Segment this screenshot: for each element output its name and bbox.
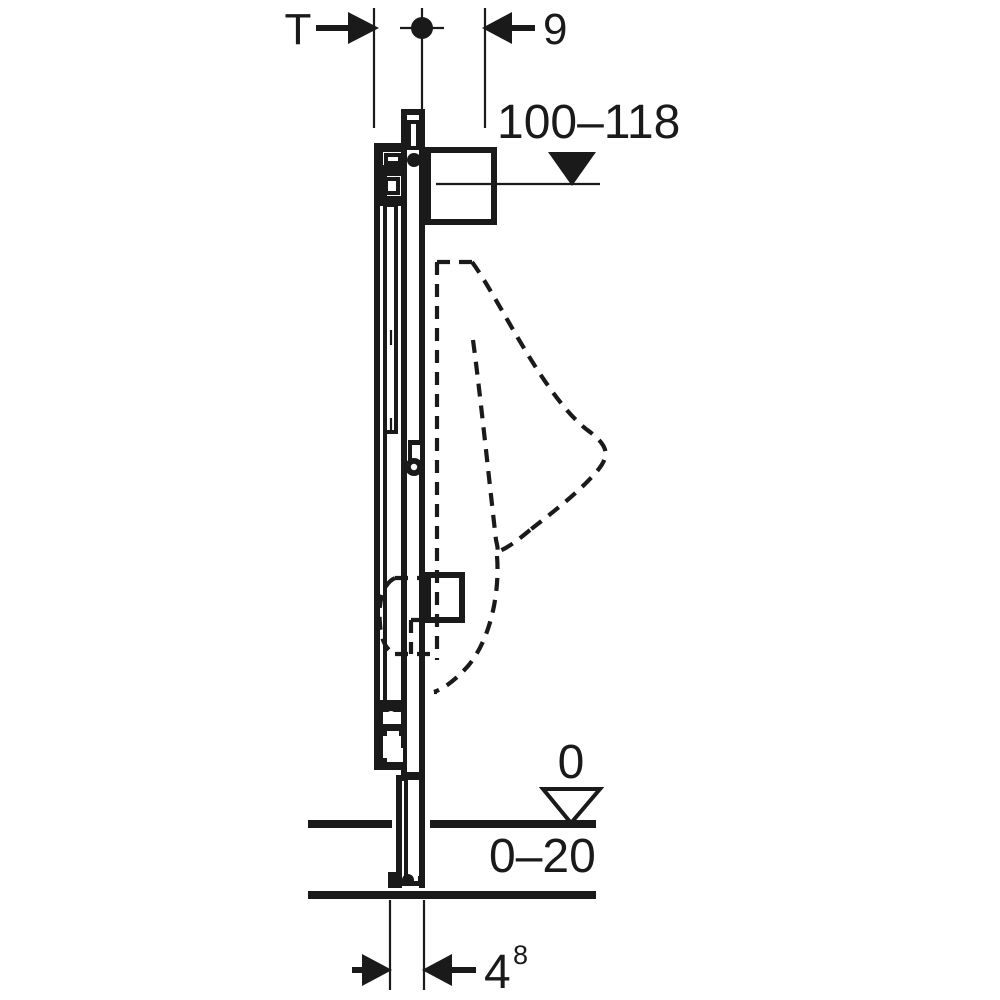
bottom-dimension-row [352, 900, 476, 990]
label-floor-adjust: 0–20 [489, 830, 596, 883]
urinal-trap-access-curve [377, 576, 397, 656]
frame-lower-bracket-slot-a [387, 731, 399, 743]
frame-upper-bracket [374, 143, 404, 206]
depth-arrowhead-icon [348, 12, 379, 44]
label-offset-9: 9 [543, 5, 567, 54]
label-depth-T: T [285, 5, 312, 54]
frame-foot-anchor [388, 872, 397, 888]
floor-level-marker-icon [538, 787, 605, 827]
flush-connector-hatched [425, 147, 600, 225]
offset-arrowhead-icon [482, 12, 512, 44]
floor-reference-lines [308, 787, 605, 899]
urinal-outer-silhouette [470, 260, 608, 532]
dimension-labels: T 9 100–118 0 0–20 4 8 [285, 5, 681, 999]
flush-height-marker-icon [548, 152, 596, 186]
center-point-icon [411, 17, 433, 39]
frame-lower-bracket-hole [386, 711, 396, 721]
frame-outlet-connector [425, 572, 465, 623]
frame-mid-bracket-hole-inner [410, 463, 418, 471]
base-arrowhead-left-icon [362, 954, 392, 986]
frame-foot-bolt-icon [402, 874, 414, 886]
urinal-inner-bowl-curve [470, 339, 500, 555]
label-base-width-superscript: 8 [513, 940, 528, 970]
label-flush-height: 100–118 [497, 96, 680, 149]
frame-fixing-point-icon [407, 153, 421, 167]
flush-connector-body [425, 147, 497, 225]
frame-top-slot [407, 120, 420, 150]
urinal-waste-profile [433, 555, 500, 694]
frame-upper-bracket-slot-a [384, 153, 402, 165]
frame-upper-bracket-slot-b [384, 177, 400, 195]
label-base-width: 4 [484, 946, 511, 999]
frame-leg-left [396, 772, 407, 888]
frame-mid-bracket-slot [412, 445, 420, 465]
urinal-ceramic-outline [377, 259, 608, 695]
top-dimension-row [316, 8, 535, 152]
label-floor-zero: 0 [558, 736, 585, 789]
frame-top-cap [401, 109, 425, 118]
urinal-bowl-front-lip [496, 528, 532, 554]
installation-frame-profile [374, 109, 465, 888]
base-arrowhead-right-icon [422, 954, 452, 986]
frame-leg-collar [404, 772, 422, 780]
frame-lower-bracket-slot-b [387, 748, 403, 762]
